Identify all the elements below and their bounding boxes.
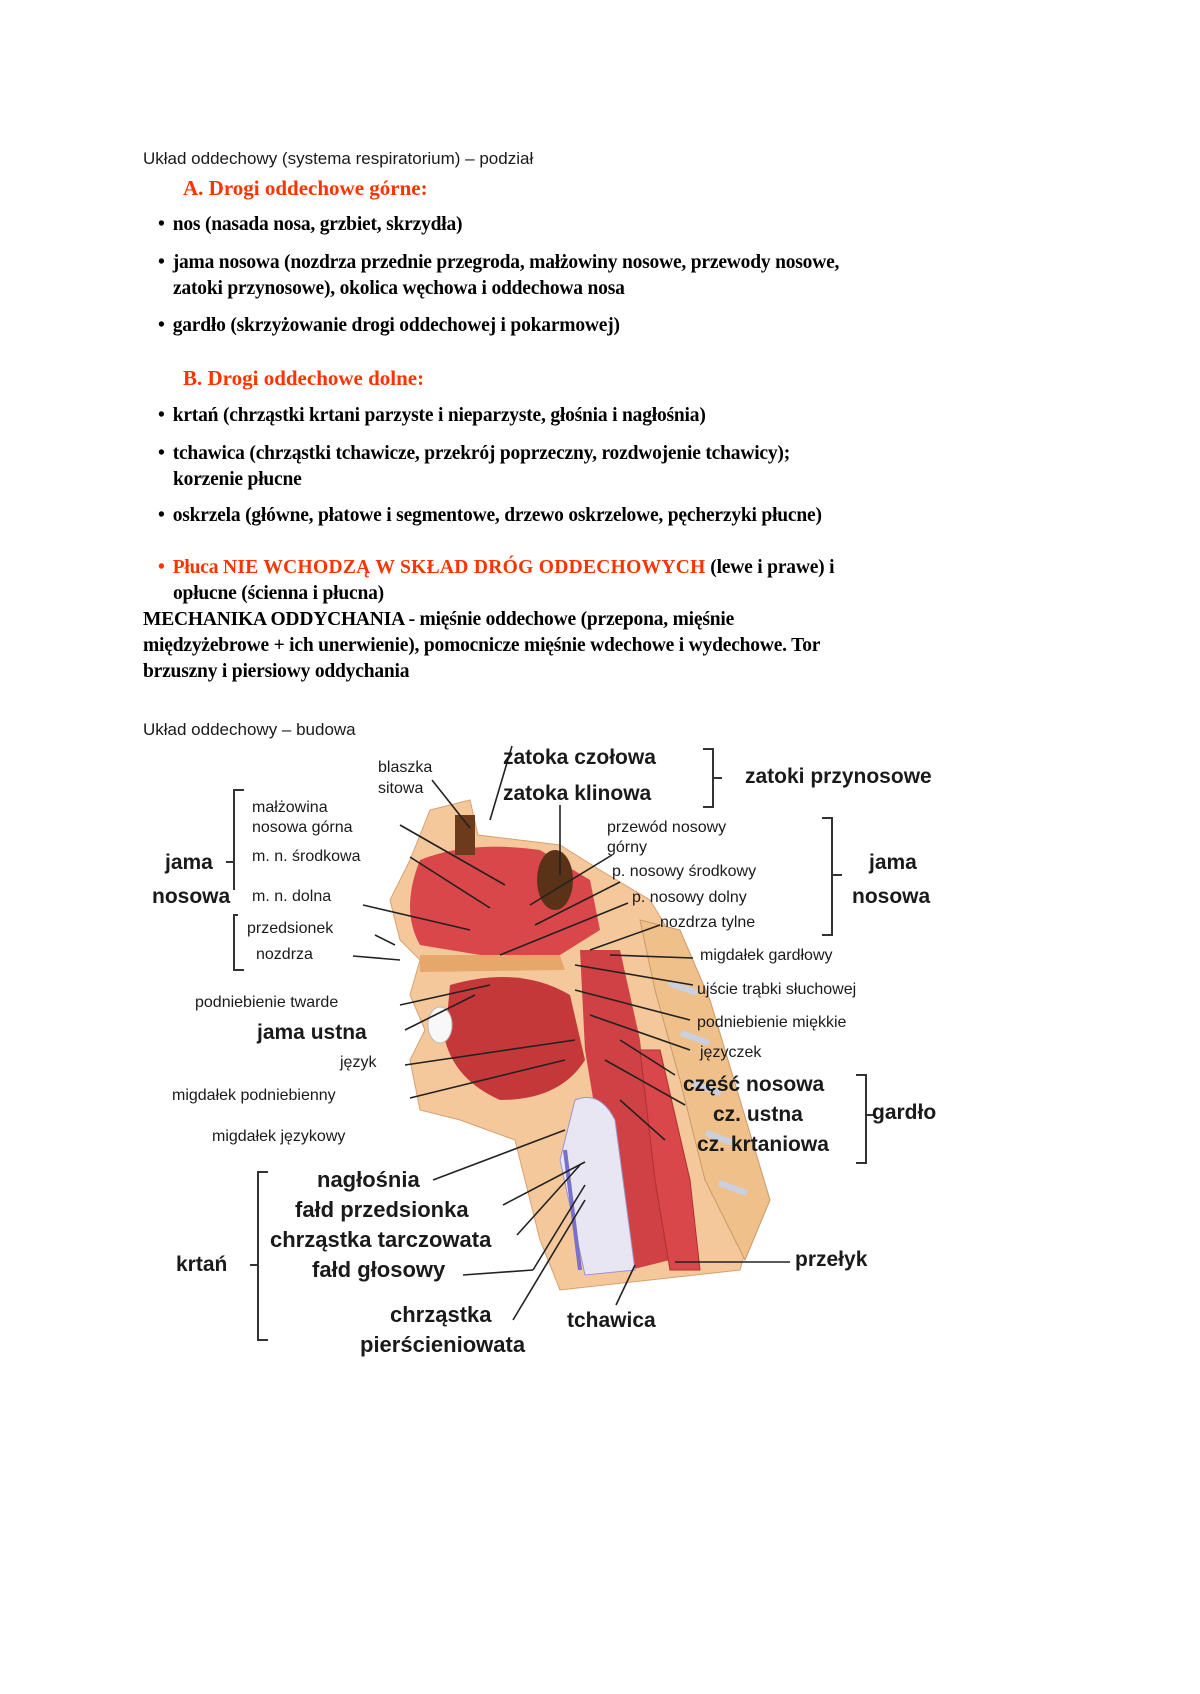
label-podniebienie-miekkie: podniebienie miękkie xyxy=(697,1014,847,1031)
list-item-nos: • nos (nasada nosa, grzbiet, skrzydła) xyxy=(158,214,463,235)
mechanics-line-1: MECHANIKA ODDYCHANIA - mięśnie oddechowe… xyxy=(143,609,735,630)
label-cz-ustna: cz. ustna xyxy=(713,1103,803,1126)
trachea xyxy=(559,1097,636,1276)
list-item-oskrzela: • oskrzela (główne, płatowe i segmentowe… xyxy=(158,505,822,526)
label-ujscie-trabki: ujście trąbki słuchowej xyxy=(697,981,857,998)
list-item-text: nos (nasada nosa, grzbiet, skrzydła) xyxy=(172,214,463,235)
label-cz-krtaniowa: cz. krtaniowa xyxy=(697,1133,829,1156)
list-item-text: oskrzela (główne, płatowe i segmentowe, … xyxy=(172,505,822,526)
label-nosowa-left: nosowa xyxy=(152,885,231,908)
label-jama-left: jama xyxy=(165,851,213,874)
heading-upper-airways: A. Drogi oddechowe górne: xyxy=(183,176,428,200)
label-naglosnia: nagłośnia xyxy=(317,1167,420,1192)
label-podniebienie-twarde: podniebienie twarde xyxy=(195,994,339,1011)
label-p-dolny: p. nosowy dolny xyxy=(632,889,747,906)
label-jama-right: jama xyxy=(869,851,917,874)
label-sitowa: sitowa xyxy=(378,780,424,797)
label-gorny: górny xyxy=(607,839,648,856)
list-item-gardlo: • gardło (skrzyżowanie drogi oddechowej … xyxy=(158,315,620,336)
label-pierscieniowata: pierścieniowata xyxy=(360,1332,526,1357)
label-krtan: krtań xyxy=(176,1253,228,1276)
label-mn-srodkowa: m. n. środkowa xyxy=(252,848,361,865)
label-p-srodkowy: p. nosowy środkowy xyxy=(612,863,757,880)
label-przedsionek: przedsionek xyxy=(247,920,334,937)
label-mn-dolna: m. n. dolna xyxy=(252,888,332,905)
label-blaszka: blaszka xyxy=(378,759,433,776)
label-zatoka-klinowa: zatoka klinowa xyxy=(503,782,652,805)
list-item-jama-nosowa-cont: zatoki przynosowe), okolica węchowa i od… xyxy=(173,278,625,299)
tongue xyxy=(445,977,585,1100)
label-fald-glosowy: fałd głosowy xyxy=(312,1257,446,1282)
list-item-tchawica: • tchawica (chrząstki tchawicze, przekró… xyxy=(158,443,791,464)
section-title-division: Układ oddechowy (systema respiratorium) … xyxy=(143,149,534,168)
label-zatoka-czolowa: zatoka czołowa xyxy=(503,746,656,769)
label-fald-przedsionka: fałd przedsionka xyxy=(295,1197,469,1222)
label-migdalek-jezykowy: migdałek językowy xyxy=(212,1128,346,1145)
label-gardlo: gardło xyxy=(872,1101,937,1124)
label-nosowa-gorna: nosowa górna xyxy=(252,819,353,836)
mechanics-line-3: brzuszny i piersiowy oddychania xyxy=(143,661,410,682)
list-item-text: jama nosowa (nozdrza przednie przegroda,… xyxy=(172,252,840,273)
mechanics-line-2: międzyżebrowe + ich unerwienie), pomocni… xyxy=(143,635,821,656)
section-title-structure: Układ oddechowy – budowa xyxy=(143,720,356,739)
label-jezyczek: języczek xyxy=(700,1044,762,1061)
label-migdalek-podniebienny: migdałek podniebienny xyxy=(172,1087,336,1104)
label-zatoki-przynosowe: zatoki przynosowe xyxy=(745,765,932,788)
label-chrzastka: chrząstka xyxy=(390,1302,492,1327)
label-jezyk: język xyxy=(340,1054,377,1071)
label-jama-ustna: jama ustna xyxy=(257,1021,367,1044)
list-item-text: tchawica (chrząstki tchawicze, przekrój … xyxy=(172,443,791,464)
esophagus xyxy=(639,1049,701,1271)
list-item-krtan: • krtań (chrząstki krtani parzyste i nie… xyxy=(158,405,706,426)
list-item-oplucne: opłucne (ścienna i płucna) xyxy=(173,583,384,604)
lungs-prefix: Płuca xyxy=(172,557,219,578)
heading-lower-airways: B. Drogi oddechowe dolne: xyxy=(183,366,425,390)
label-przewod-nosowy: przewód nosowy xyxy=(607,819,727,836)
label-nozdrza: nozdrza xyxy=(256,946,313,963)
label-malzowina: małżowina xyxy=(252,799,328,816)
ethmoid-plate xyxy=(455,815,475,855)
label-przelyk: przełyk xyxy=(795,1248,868,1271)
label-migdalek-gardlowy: migdałek gardłowy xyxy=(700,947,833,964)
label-nozdrza-tylne: nozdrza tylne xyxy=(660,914,756,931)
lungs-emphasis: NIE WCHODZĄ W SKŁAD DRÓG ODDECHOWYCH xyxy=(222,557,706,578)
list-item-text: krtań (chrząstki krtani parzyste i niepa… xyxy=(172,405,706,426)
label-nosowa-right: nosowa xyxy=(852,885,931,908)
list-item-pluca: • Płuca NIE WCHODZĄ W SKŁAD DRÓG ODDECHO… xyxy=(158,557,835,578)
label-czesc-nosowa: część nosowa xyxy=(683,1073,825,1096)
pharynx xyxy=(580,950,670,1270)
hard-palate xyxy=(420,955,565,972)
list-item-tchawica-cont: korzenie płucne xyxy=(173,469,302,490)
sphenoid-sinus xyxy=(537,850,573,910)
lungs-suffix: (lewe i prawe) i xyxy=(705,557,835,578)
label-tchawica: tchawica xyxy=(567,1309,656,1332)
label-chrzastka-tarczowata: chrząstka tarczowata xyxy=(270,1227,492,1252)
list-item-jama-nosowa: • jama nosowa (nozdrza przednie przegrod… xyxy=(158,252,840,273)
list-item-text: gardło (skrzyżowanie drogi oddechowej i … xyxy=(172,315,620,336)
